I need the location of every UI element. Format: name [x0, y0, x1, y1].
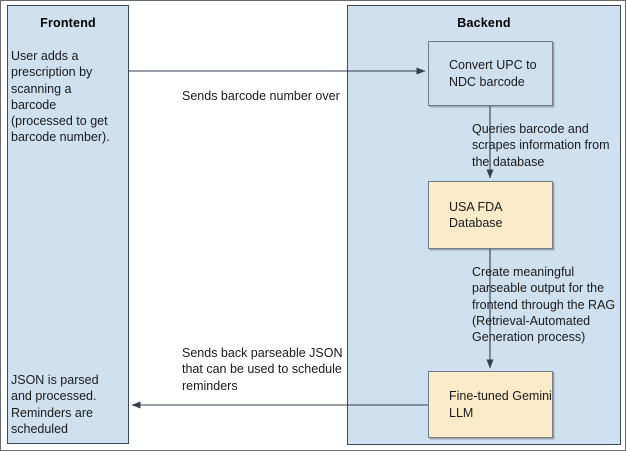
node-fine-tuned-gemini-llm[interactable]: Fine-tuned Gemini LLM: [428, 371, 553, 438]
edge-label-queries-barcode: Queries barcode and scrapes information …: [472, 122, 610, 169]
frontend-outro-text: JSON is parsed and processed. Reminders …: [11, 373, 99, 436]
node-convert-upc-to-ndc[interactable]: Convert UPC to NDC barcode: [428, 41, 553, 106]
backend-panel-title: Backend: [457, 16, 511, 30]
node-convert-upc-label: Convert UPC to NDC barcode: [449, 58, 537, 89]
frontend-panel-title: Frontend: [40, 16, 96, 30]
edge-label-sends-back-json: Sends back parseable JSON that can be us…: [182, 346, 343, 393]
edge-label-sends-barcode-number: Sends barcode number over: [182, 89, 340, 103]
node-usa-fda-database[interactable]: USA FDA Database: [428, 181, 553, 249]
edge-label-create-parseable-output: Create meaningful parseable output for t…: [472, 265, 616, 345]
frontend-panel: Frontend: [7, 5, 129, 444]
node-usa-fda-database-label: USA FDA Database: [449, 199, 503, 230]
frontend-intro-text: User adds a prescription by scanning a b…: [11, 49, 110, 145]
node-fine-tuned-gemini-llm-label: Fine-tuned Gemini LLM: [449, 389, 552, 420]
